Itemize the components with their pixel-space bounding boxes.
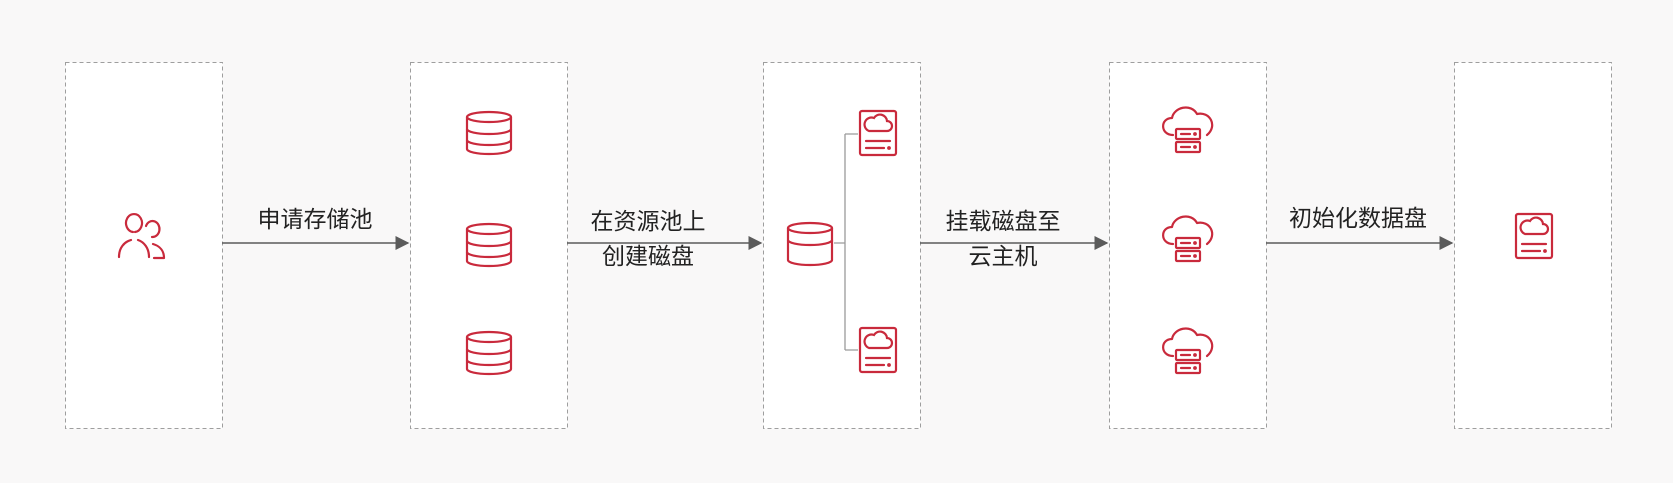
database-icon xyxy=(786,221,834,267)
stage-box-resource-pool xyxy=(763,62,921,429)
step-label-line: 在资源池上 xyxy=(590,209,706,235)
cloud-disk-icon xyxy=(858,109,898,157)
database-icon xyxy=(465,222,513,268)
cloud-server-icon xyxy=(1162,327,1214,375)
stage-box-data-disk xyxy=(1454,62,1612,429)
cloud-disk-icon xyxy=(858,326,898,374)
cloud-disk-icon xyxy=(1514,212,1554,260)
connector-bracket xyxy=(834,133,858,351)
stage-box-user xyxy=(65,62,223,429)
step-label-line: 申请存储池 xyxy=(257,207,373,233)
database-icon xyxy=(465,330,513,376)
database-icon xyxy=(465,110,513,156)
step-label-line: 挂载磁盘至 xyxy=(945,209,1061,235)
step-label-init-data-disk: 初始化数据盘 xyxy=(1268,202,1448,237)
users-icon xyxy=(117,212,166,260)
step-label-create-disk: 在资源池上 创建磁盘 xyxy=(573,205,723,275)
cloud-server-icon xyxy=(1162,106,1214,154)
step-label-line: 初始化数据盘 xyxy=(1289,206,1427,232)
cloud-server-icon xyxy=(1162,215,1214,263)
step-label-attach-disk: 挂载磁盘至 云主机 xyxy=(928,205,1078,275)
step-label-line: 云主机 xyxy=(968,244,1038,270)
step-label-line: 创建磁盘 xyxy=(602,244,694,270)
step-label-apply-storage-pool: 申请存储池 xyxy=(235,203,395,238)
